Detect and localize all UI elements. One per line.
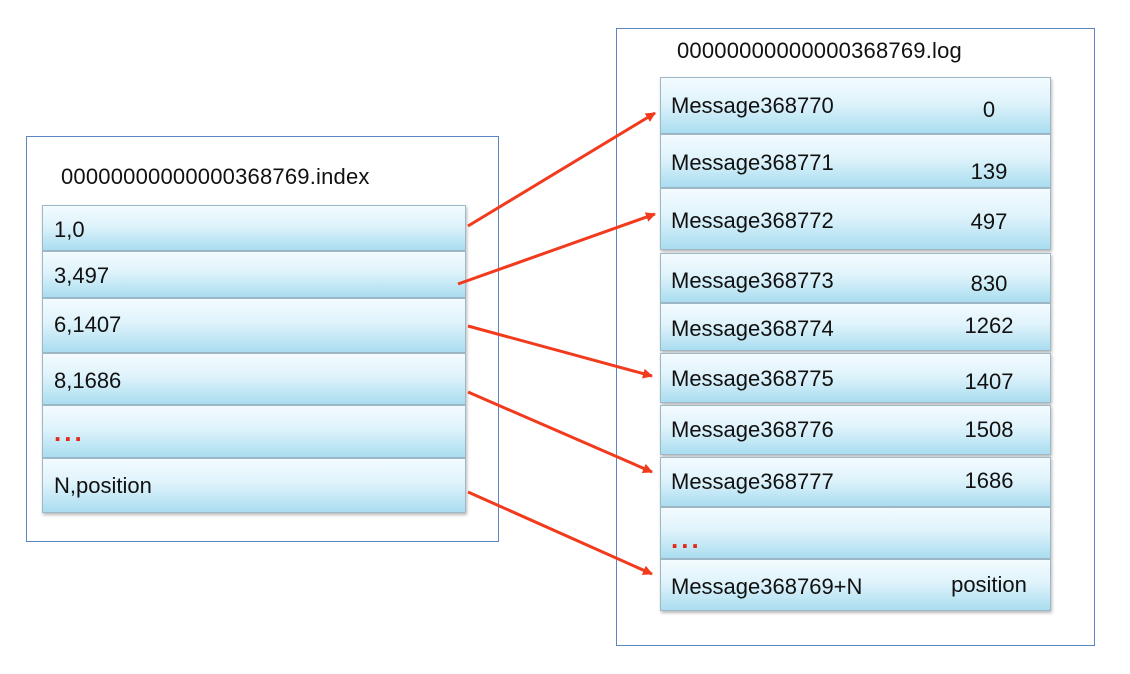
message-offset: 0 bbox=[982, 97, 996, 122]
log-message-row: Message368771 139 bbox=[660, 134, 1051, 188]
index-file-title: 00000000000000368769.index bbox=[61, 164, 370, 189]
message-offset: 1262 bbox=[964, 313, 1014, 338]
log-message-row: Message368773 830 bbox=[660, 253, 1051, 303]
message-offset: 139 bbox=[970, 159, 1008, 184]
message-name: Message368771 bbox=[671, 150, 834, 175]
message-offset: position bbox=[951, 572, 1027, 597]
message-name: Message368769+N bbox=[671, 574, 863, 599]
message-offset: 1407 bbox=[964, 369, 1014, 394]
index-entry: 1,0 bbox=[42, 205, 466, 251]
index-entry-label: 3,497 bbox=[54, 263, 110, 288]
index-entry: N,position bbox=[42, 458, 466, 513]
message-offset: 1508 bbox=[964, 417, 1014, 442]
log-message-row: Message368775 1407 bbox=[660, 353, 1051, 403]
index-entry: ... bbox=[42, 405, 466, 458]
message-name: Message368772 bbox=[671, 208, 834, 233]
log-message-row: Message368770 0 bbox=[660, 77, 1051, 134]
message-name: Message368770 bbox=[671, 93, 834, 118]
log-message-row: Message368772 497 bbox=[660, 188, 1051, 250]
index-ellipsis: ... bbox=[54, 417, 85, 447]
log-message-row: Message368769+N position bbox=[660, 559, 1051, 611]
message-offset: 1686 bbox=[964, 468, 1014, 493]
index-file-panel: 00000000000000368769.index 1,0 3,497 6,1… bbox=[26, 136, 499, 542]
log-message-row: Message368777 1686 bbox=[660, 457, 1051, 507]
message-name: Message368777 bbox=[671, 469, 834, 494]
message-name: Message368775 bbox=[671, 366, 834, 391]
index-entry-label: N,position bbox=[54, 473, 152, 498]
message-offset: 497 bbox=[970, 209, 1008, 234]
log-message-row: Message368776 1508 bbox=[660, 405, 1051, 455]
log-file-title: 00000000000000368769.log bbox=[677, 38, 962, 63]
index-entry-label: 1,0 bbox=[54, 217, 85, 242]
message-name: Message368774 bbox=[671, 316, 834, 341]
log-ellipsis: ... bbox=[671, 524, 702, 554]
index-entry: 6,1407 bbox=[42, 298, 466, 353]
index-entry: 8,1686 bbox=[42, 353, 466, 405]
log-message-row: Message368774 1262 bbox=[660, 303, 1051, 351]
index-entry: 3,497 bbox=[42, 251, 466, 298]
index-entry-label: 6,1407 bbox=[54, 312, 122, 337]
index-entry-label: 8,1686 bbox=[54, 368, 122, 393]
log-file-panel: 00000000000000368769.log Message368770 0… bbox=[616, 28, 1095, 646]
message-name: Message368776 bbox=[671, 417, 834, 442]
message-offset: 830 bbox=[970, 271, 1008, 296]
log-message-row: ... bbox=[660, 507, 1051, 559]
message-name: Message368773 bbox=[671, 268, 834, 293]
